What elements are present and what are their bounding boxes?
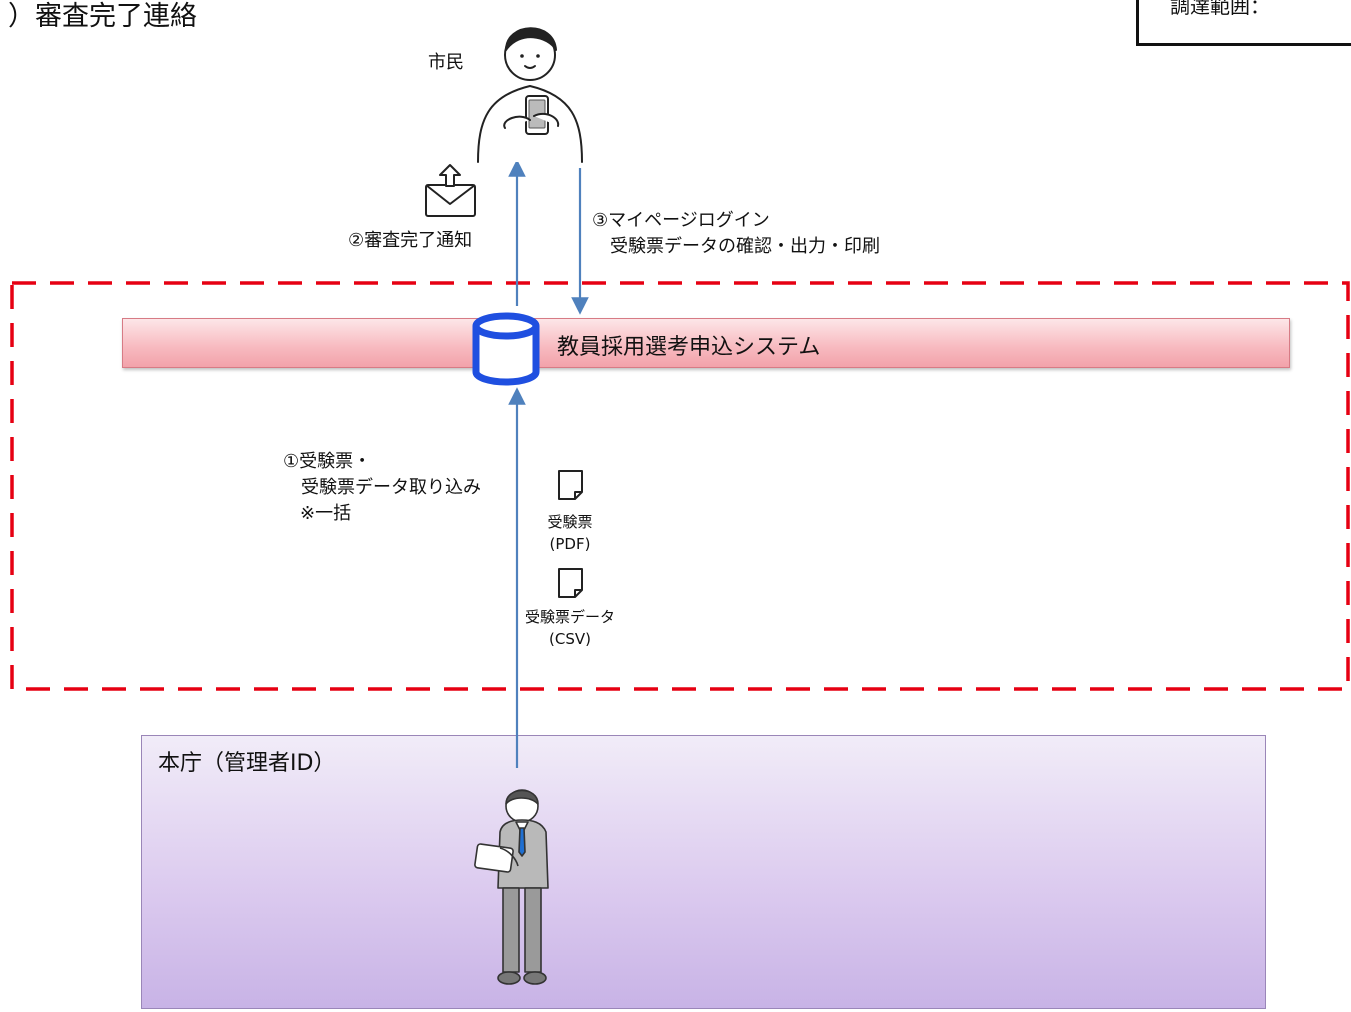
citizen-label: 市民 [428, 52, 464, 73]
step1-line1: ①受験票・ [283, 451, 372, 472]
file-pdf-format: (PDF) [549, 535, 591, 553]
step3-line1: ③マイページログイン [592, 210, 770, 231]
file-csv-name: 受験票データ [524, 608, 615, 626]
procurement-scope-frame [10, 281, 1350, 691]
businessman-with-tablet-icon [474, 789, 549, 985]
document-icon [558, 568, 583, 598]
admin-area-label: 本庁（管理者ID） [158, 751, 336, 776]
document-icon [558, 470, 583, 500]
legend-label: 調達範囲： [1170, 0, 1270, 18]
system-name: 教員採用選考申込システム [557, 335, 821, 360]
envelope-upload-icon [425, 164, 476, 217]
system-bar [122, 318, 1290, 368]
step3-line2: 受験票データの確認・出力・印刷 [592, 236, 880, 257]
database-icon [472, 312, 540, 386]
diagram-title: ）審査完了連絡 [8, 1, 197, 32]
step1-line3: ※一括 [300, 503, 352, 524]
step1-line2: 受験票データ取り込み [283, 477, 481, 498]
file-csv-format: (CSV) [549, 630, 591, 648]
step2-label: ②審査完了通知 [348, 230, 473, 251]
legend-box [1136, 0, 1351, 46]
file-pdf-name: 受験票 [547, 513, 593, 531]
admin-area [141, 735, 1266, 1009]
person-with-phone-icon [477, 27, 583, 163]
